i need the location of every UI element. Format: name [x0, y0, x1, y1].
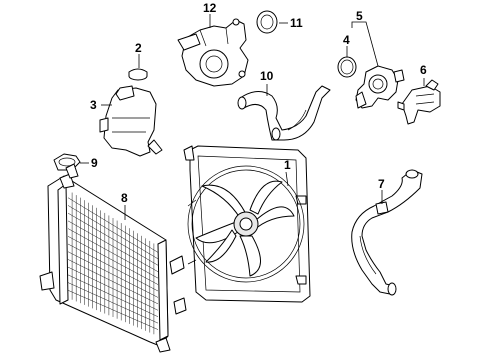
part-10-upper-radiator-hose [237, 85, 331, 141]
part-11-gasket [256, 10, 278, 34]
radiator-tube-line [67, 274, 159, 317]
part-5-water-pump [355, 65, 405, 109]
radiator-tube-line [67, 197, 159, 253]
radiator-tube-line [67, 236, 159, 285]
callout-4: 4 [343, 33, 350, 47]
radiator-tube-line [67, 251, 159, 298]
radiator-tube-line [67, 282, 159, 324]
callout-6: 6 [420, 63, 427, 77]
part-1-fan-shroud-assembly [183, 145, 311, 303]
callout-5: 5 [356, 9, 363, 23]
callout-7: 7 [378, 177, 385, 191]
part-12-water-outlet-housing [177, 18, 249, 87]
callout-9: 9 [91, 156, 98, 170]
part-4-o-ring [337, 56, 357, 78]
part-7-lower-radiator-hose [351, 169, 423, 296]
radiator-tube-line [67, 228, 159, 279]
callout-labels: 12 11 2 3 9 10 4 5 6 1 8 7 [90, 1, 427, 205]
radiator-tube-line [67, 212, 159, 266]
callout-10: 10 [260, 69, 274, 83]
callout-1: 1 [284, 158, 291, 172]
leader-lines [80, 14, 425, 220]
radiator-tube-line [67, 205, 159, 260]
part-8-radiator [39, 163, 187, 353]
callout-12: 12 [203, 1, 217, 15]
radiator-tube-line [67, 266, 159, 311]
callout-2: 2 [135, 41, 142, 55]
radiator-core-grid [67, 192, 159, 335]
radiator-tube-line [67, 259, 159, 305]
fan-blades [195, 180, 295, 277]
callout-11: 11 [290, 16, 303, 30]
callout-8: 8 [121, 191, 128, 205]
part-2-reservoir-cap [128, 68, 148, 81]
radiator-tube-line [67, 290, 159, 330]
callout-3: 3 [90, 98, 97, 112]
part-3-coolant-reservoir [99, 85, 163, 157]
part-6-valve-sensor [397, 79, 441, 125]
radiator-tube-line [67, 243, 159, 292]
radiator-tube-line [67, 220, 159, 272]
